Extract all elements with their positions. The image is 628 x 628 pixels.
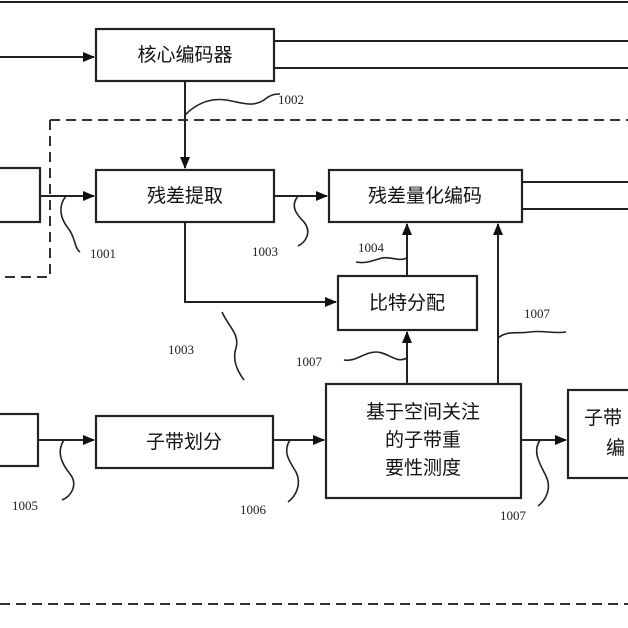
ref-1006: 1006 <box>240 502 267 517</box>
ref-1007c: 1007 <box>500 508 527 523</box>
bit-alloc-label: 比特分配 <box>369 292 445 314</box>
right-block-label-line2: 编 <box>606 437 625 459</box>
leader-1007c <box>535 439 550 507</box>
right-block-partial <box>566 388 628 480</box>
ref-1007b: 1007 <box>524 306 551 321</box>
ref-1003a: 1003 <box>252 244 278 259</box>
leader-1003b <box>221 311 245 381</box>
subband-split-block <box>94 414 275 470</box>
leader-1003a <box>293 195 309 247</box>
leader-1002 <box>184 93 281 116</box>
core-encoder-block <box>94 27 276 83</box>
arrow-residual-to-bit-alloc <box>184 222 337 307</box>
leader-1005 <box>59 439 75 501</box>
bit-alloc-block <box>336 274 479 332</box>
residual-quant-block <box>327 168 524 224</box>
dashed-region-left-edge <box>0 120 51 278</box>
ref-1004: 1004 <box>358 240 385 255</box>
residual-extract-label: 残差提取 <box>147 185 223 207</box>
importance-label-line2: 的子带重 <box>385 429 461 451</box>
leader-1007a <box>343 351 408 362</box>
subband-split-label: 子带划分 <box>146 431 222 453</box>
importance-label-line1: 基于空间关注 <box>366 401 480 423</box>
ref-1001: 1001 <box>90 246 116 261</box>
subband-importance-block <box>324 382 523 500</box>
right-block-label-line1: 子带 <box>584 407 622 429</box>
ref-1003b: 1003 <box>168 342 194 357</box>
ref-1005: 1005 <box>12 498 38 513</box>
core-encoder-label: 核心编码器 <box>137 44 232 66</box>
leader-1001 <box>60 195 81 253</box>
ref-1002: 1002 <box>278 92 304 107</box>
leader-1007b <box>497 330 567 339</box>
leader-1006 <box>285 439 300 503</box>
left-input-block-partial <box>0 166 42 224</box>
residual-quant-label: 残差量化编码 <box>368 185 482 207</box>
leader-1004 <box>355 256 408 264</box>
ref-1007a: 1007 <box>296 354 323 369</box>
importance-label-line3: 要性测度 <box>385 457 461 479</box>
bottom-input-block-partial <box>0 412 40 468</box>
